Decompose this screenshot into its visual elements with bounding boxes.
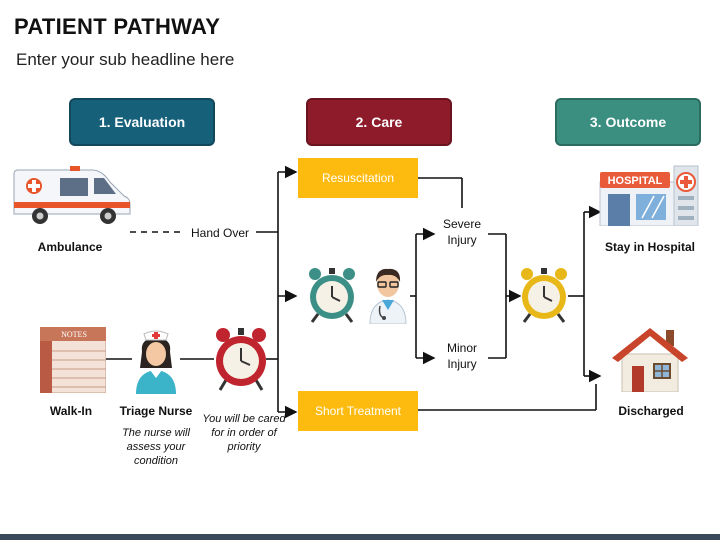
notes-icon: NOTES [40,327,106,393]
house-icon [612,328,688,392]
priority-note: You will be cared for in order of priori… [202,413,286,453]
hospital-sign-text: HOSPITAL [608,175,663,187]
page-subtitle: Enter your sub headline here [16,50,235,69]
notes-title-text: NOTES [61,330,87,339]
walk-in-label: Walk-In [49,404,93,418]
triage-nurse-label: Triage Nurse [119,404,193,418]
stay-in-hospital-label: Stay in Hospital [604,240,696,254]
stage-care: 2. Care [306,98,452,146]
minor-injury-label: Minor Injury [446,341,477,371]
short-treatment-box: Short Treatment [298,391,418,431]
nurse-note: The nurse will assess your condition [122,427,190,467]
ambulance-icon [13,166,131,224]
resuscitation-box: Resuscitation [298,158,418,198]
stage-evaluation: 1. Evaluation [69,98,215,146]
ambulance-label: Ambulance [37,240,103,254]
bottom-bar [0,534,720,540]
discharged-label: Discharged [618,404,684,418]
nurse-icon [136,330,176,394]
hand-over-label: Hand Over [190,226,250,240]
doctor-icon [369,268,407,324]
alarm-clock-icon [216,328,266,391]
page-title: PATIENT PATHWAY [14,14,221,39]
alarm-clock-icon [309,268,355,323]
stage-outcome: 3. Outcome [555,98,701,146]
alarm-clock-icon [521,268,567,323]
severe-injury-label: Severe Injury [442,217,482,247]
hospital-icon: HOSPITAL [599,165,699,226]
